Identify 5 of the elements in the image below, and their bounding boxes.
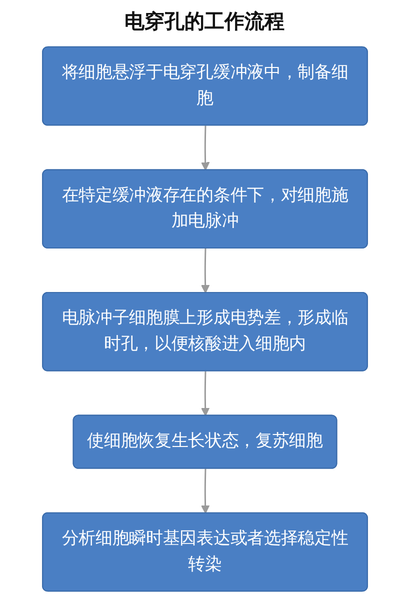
arrow — [200, 371, 210, 416]
arrow — [200, 126, 210, 171]
arrow — [200, 248, 210, 294]
arrow — [200, 468, 210, 514]
title: 电穿孔的工作流程 — [124, 8, 286, 35]
